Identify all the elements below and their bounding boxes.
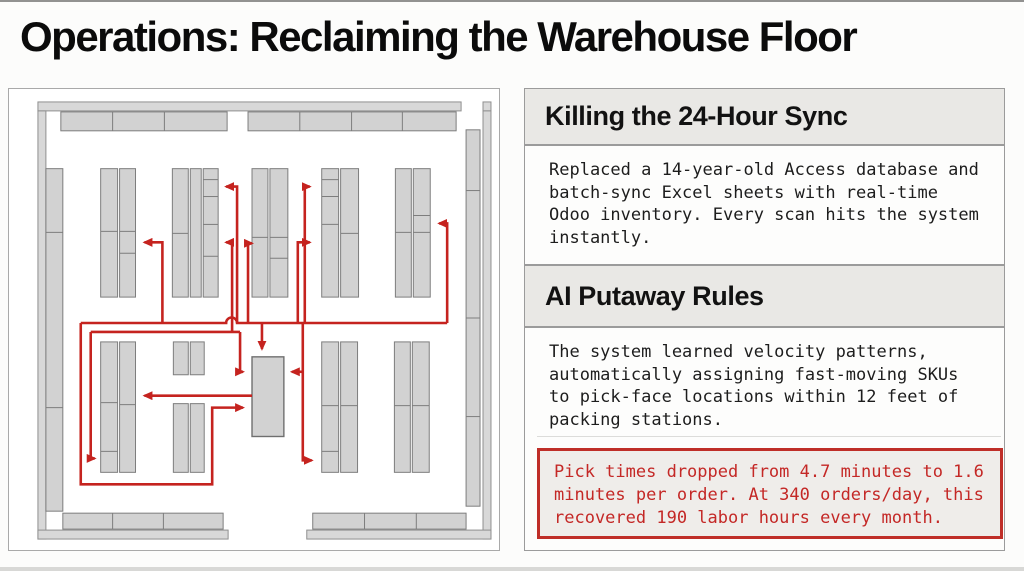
shelf-rack — [411, 341, 430, 473]
pick-route — [235, 331, 246, 377]
section-heading-sync: Killing the 24-Hour Sync — [524, 88, 1005, 145]
shelf-rack — [45, 168, 64, 512]
shelf-rack — [251, 168, 269, 298]
section-heading-putaway-label: AI Putaway Rules — [545, 280, 764, 311]
shelf-rack — [100, 168, 119, 298]
section-body-sync: Replaced a 14-year-old Access database a… — [524, 145, 1005, 265]
divider-line — [537, 436, 1001, 437]
pick-route — [244, 238, 254, 323]
section-heading-putaway: AI Putaway Rules — [524, 265, 1005, 327]
shelf-rack — [62, 512, 224, 530]
shelf-rack — [189, 168, 202, 298]
shelf-rack — [189, 341, 205, 376]
shelf-rack — [172, 403, 189, 473]
wall-segment — [37, 110, 47, 540]
wall-segment — [37, 101, 462, 112]
metric-callout-text: Pick times dropped from 4.7 minutes to 1… — [554, 462, 984, 528]
wall-segment — [37, 529, 229, 540]
wall-segment — [482, 110, 492, 540]
shelf-rack — [119, 341, 137, 473]
section-body-sync-text: Replaced a 14-year-old Access database a… — [549, 160, 979, 248]
wall-segment — [482, 101, 492, 112]
warehouse-floorplan-diagram — [37, 101, 492, 540]
pick-route — [142, 237, 164, 323]
shelf-rack — [393, 341, 411, 473]
shelf-rack — [119, 168, 137, 298]
pick-route — [437, 218, 449, 323]
pick-route — [224, 237, 235, 332]
shelf-rack — [321, 168, 340, 298]
page-title: Operations: Reclaiming the Warehouse Flo… — [20, 13, 858, 60]
section-body-putaway-text: The system learned velocity patterns, au… — [549, 342, 959, 430]
shelf-rack — [100, 341, 119, 473]
packing-station — [251, 356, 285, 438]
pick-route — [86, 331, 97, 463]
shelf-rack — [202, 168, 219, 298]
shelf-rack — [340, 341, 359, 473]
shelf-rack — [269, 168, 289, 298]
pick-route — [79, 322, 246, 486]
shelf-rack — [321, 341, 340, 473]
shelf-rack — [60, 111, 228, 132]
pick-route — [301, 182, 312, 323]
shelf-rack — [312, 512, 467, 530]
warehouse-floorplan-panel — [8, 88, 500, 551]
shelf-rack — [189, 403, 205, 473]
pick-route — [224, 182, 239, 323]
pick-route — [80, 316, 448, 325]
bottom-edge-line — [0, 567, 1024, 571]
wall-segment — [306, 529, 492, 540]
shelf-rack — [172, 341, 189, 376]
metric-callout: Pick times dropped from 4.7 minutes to 1… — [537, 448, 1003, 539]
pick-route — [301, 322, 314, 465]
section-body-putaway: The system learned velocity patterns, au… — [524, 327, 1005, 551]
top-edge-line — [0, 0, 1024, 2]
section-heading-sync-label: Killing the 24-Hour Sync — [545, 101, 848, 131]
